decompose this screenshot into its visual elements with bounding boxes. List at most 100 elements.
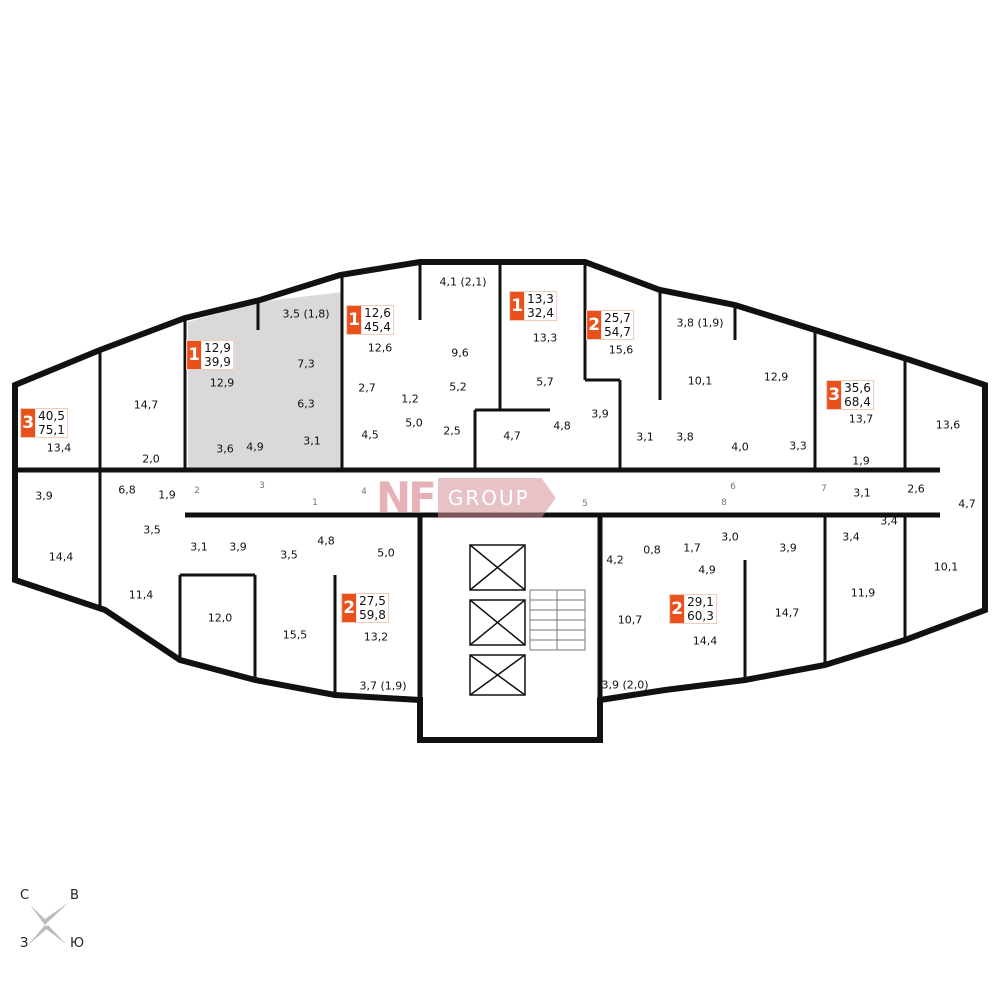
room-area: 3,7 (1,9) (359, 679, 407, 693)
room-area: 14,7 (774, 606, 800, 620)
room-area: 1,9 (158, 488, 176, 502)
room-area: 1,9 (852, 454, 870, 468)
room-area: 4,7 (958, 497, 976, 511)
logo-brand: NF (376, 473, 437, 522)
room-area: 4,9 (246, 440, 264, 454)
room-area: 13,6 (935, 418, 961, 432)
nf-group-logo: NF GROUP (376, 473, 556, 522)
room-area: 13,2 (363, 630, 389, 644)
room-area: 2,7 (358, 381, 376, 395)
room-area: 3,9 (229, 540, 247, 554)
apartment-rooms: 3 (21, 409, 36, 437)
living-area: 13,3 (527, 292, 554, 306)
apartment-door-number: 8 (721, 498, 727, 508)
apartment-rooms: 2 (342, 594, 357, 622)
living-area: 40,5 (38, 409, 65, 423)
total-area: 45,4 (364, 320, 391, 334)
room-area: 2,5 (443, 424, 461, 438)
room-area: 9,6 (451, 346, 469, 360)
room-area: 3,8 (676, 430, 694, 444)
room-area: 12,0 (207, 611, 233, 625)
room-area: 3,9 (2,0) (601, 678, 649, 692)
room-area: 3,1 (853, 486, 871, 500)
compass-south: Ю (70, 936, 85, 951)
room-area: 12,9 (209, 376, 235, 390)
living-area: 29,1 (687, 595, 714, 609)
total-area: 32,4 (527, 306, 554, 320)
total-area: 75,1 (38, 423, 65, 437)
apartment-rooms: 2 (587, 311, 602, 339)
room-area: 5,2 (449, 380, 467, 394)
room-area: 3,5 (143, 523, 161, 537)
selected-apartment-fill[interactable] (188, 292, 342, 470)
room-area: 3,4 (880, 514, 898, 528)
apartment-door-number: 1 (312, 498, 318, 508)
corridor-walls (15, 467, 940, 700)
logo-word: GROUP (437, 478, 556, 518)
room-area: 4,0 (731, 440, 749, 454)
living-area: 25,7 (604, 311, 631, 325)
living-area: 12,6 (364, 306, 391, 320)
room-area: 5,7 (536, 375, 554, 389)
room-area: 14,4 (48, 550, 74, 564)
room-area: 3,6 (216, 442, 234, 456)
room-area: 5,0 (405, 416, 423, 430)
total-area: 39,9 (204, 355, 231, 369)
living-area: 27,5 (359, 594, 386, 608)
room-area: 7,3 (297, 357, 315, 371)
room-area: 10,1 (933, 560, 959, 574)
total-area: 60,3 (687, 609, 714, 623)
apartment-rooms: 2 (670, 595, 685, 623)
apartment-rooms: 1 (187, 341, 202, 369)
room-area: 13,4 (46, 441, 72, 455)
room-area: 3,9 (779, 541, 797, 555)
compass-icon (28, 903, 68, 945)
compass-east: В (70, 888, 79, 903)
room-area: 3,9 (35, 489, 53, 503)
apartment-rooms: 3 (827, 381, 842, 409)
apartment-door-number: 4 (361, 487, 367, 497)
room-area: 14,7 (133, 398, 159, 412)
room-area: 4,9 (698, 563, 716, 577)
room-area: 12,9 (763, 370, 789, 384)
apartment-rooms: 1 (510, 292, 525, 320)
room-area: 5,0 (377, 546, 395, 560)
room-area: 6,3 (297, 397, 315, 411)
living-area: 12,9 (204, 341, 231, 355)
total-area: 68,4 (844, 395, 871, 409)
room-area: 10,7 (617, 613, 643, 627)
room-area: 11,9 (850, 586, 876, 600)
room-area: 3,1 (190, 540, 208, 554)
compass-north: С (20, 888, 30, 903)
room-area: 4,8 (317, 534, 335, 548)
room-area: 4,5 (361, 428, 379, 442)
room-area: 3,5 (1,8) (282, 307, 330, 321)
elevator-shafts[interactable] (469, 544, 526, 696)
room-area: 3,1 (636, 430, 654, 444)
partition-walls (98, 262, 907, 695)
room-area: 4,8 (553, 419, 571, 433)
room-area: 2,6 (907, 482, 925, 496)
living-area: 35,6 (844, 381, 871, 395)
apartment-rooms: 1 (347, 306, 362, 334)
room-area: 10,1 (687, 374, 713, 388)
room-area: 11,4 (128, 588, 154, 602)
room-area: 3,3 (789, 439, 807, 453)
